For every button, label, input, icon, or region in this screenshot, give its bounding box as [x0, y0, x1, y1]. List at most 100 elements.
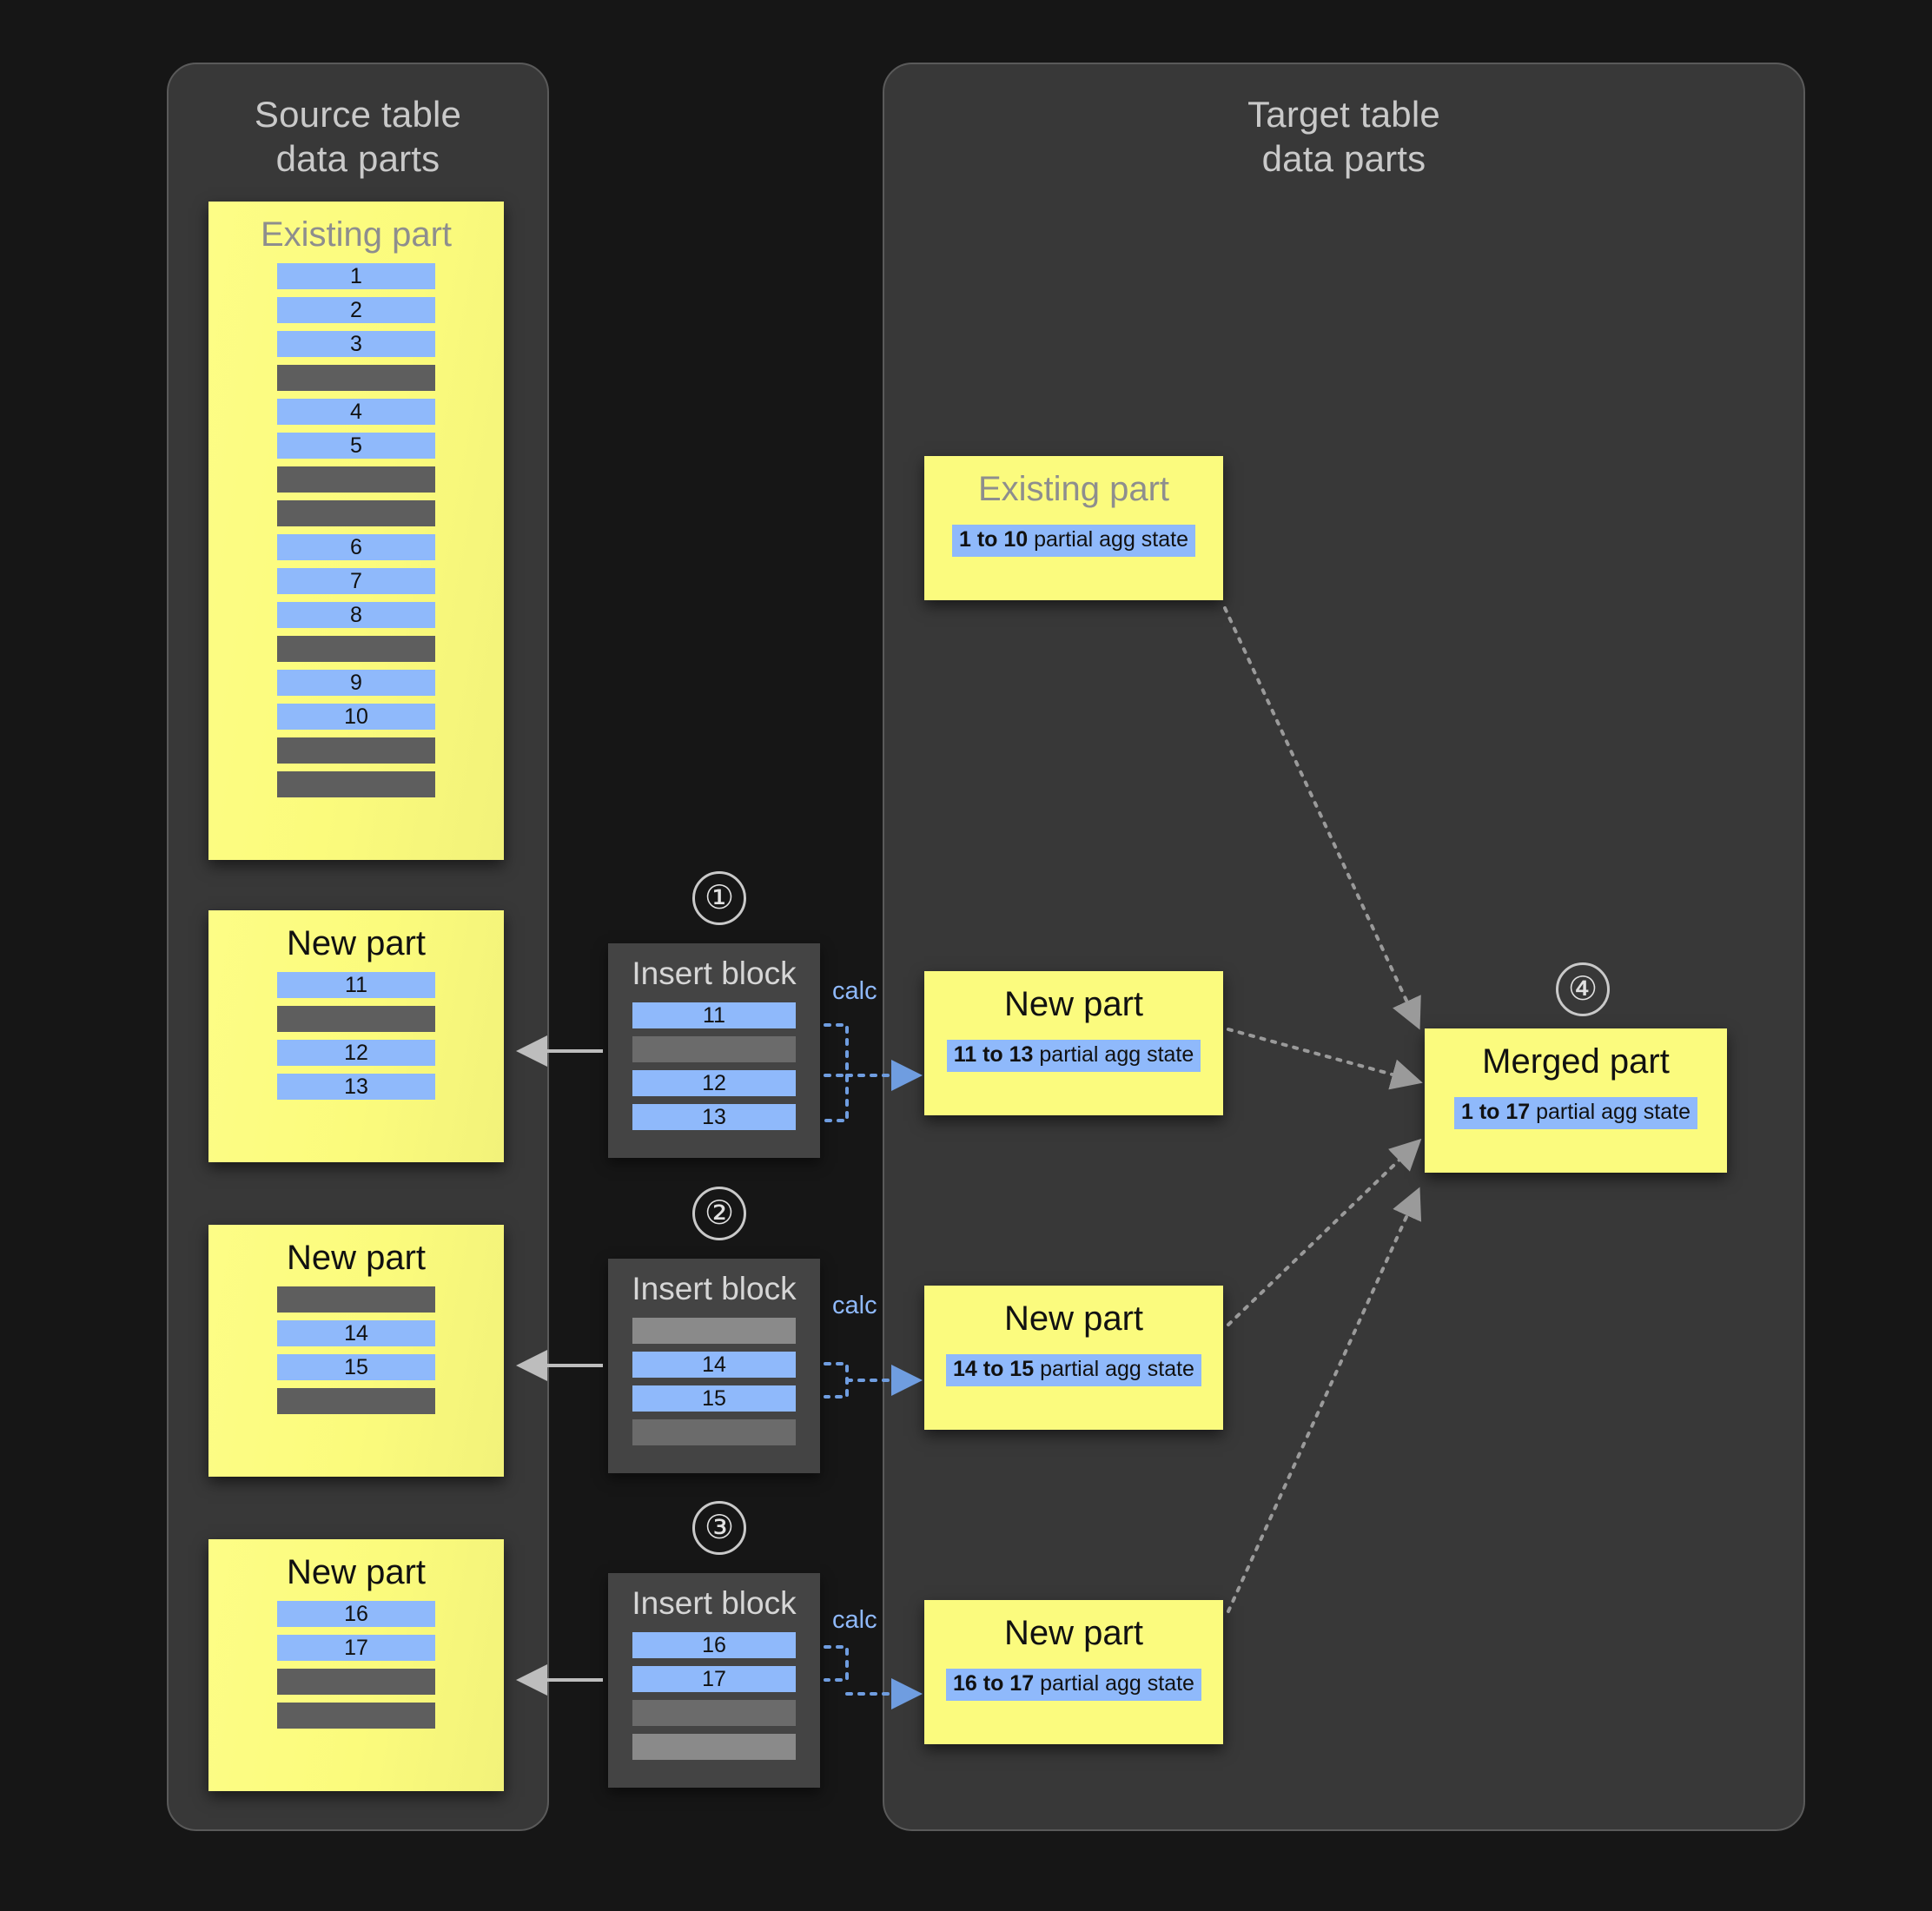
target-new-part-3-agg-wrap: 16 to 17 partial agg state — [924, 1669, 1223, 1701]
insert-block-3-title: Insert block — [632, 1585, 797, 1621]
target-table-panel: Target table data parts — [883, 63, 1805, 1831]
insert-block-2-row-3: 15 — [632, 1385, 796, 1412]
source-existing-part-rows: 1 2 3 4 5 6 7 8 9 10 — [208, 263, 504, 814]
target-new-part-3-agg-range: 16 to 17 — [953, 1671, 1035, 1696]
target-panel-title: Target table data parts — [1247, 94, 1440, 180]
target-new-part-1: New part 11 to 13 partial agg state — [924, 971, 1223, 1115]
target-existing-part: Existing part 1 to 10 partial agg state — [924, 456, 1223, 600]
target-merged-part: Merged part 1 to 17 partial agg state — [1425, 1028, 1727, 1173]
step-4-marker: ④ — [1556, 962, 1610, 1016]
insert-block-2-row-1 — [632, 1318, 796, 1344]
source-new-part-1-row-3: 12 — [277, 1040, 435, 1066]
source-new-part-3-row-1: 16 — [277, 1601, 435, 1627]
calc-bracket-1a — [824, 1023, 849, 1122]
source-existing-part: Existing part 1 2 3 4 5 6 7 8 9 10 — [208, 202, 504, 860]
source-existing-part-row-1: 1 — [277, 263, 435, 289]
insert-block-2-row-4 — [632, 1419, 796, 1445]
calc-bracket-3a — [824, 1645, 849, 1682]
target-new-part-1-title: New part — [1003, 985, 1144, 1023]
target-new-part-2-agg-range: 14 to 15 — [953, 1357, 1035, 1381]
calc-brackets-group — [824, 1023, 849, 1682]
target-merged-part-agg-wrap: 1 to 17 partial agg state — [1425, 1097, 1727, 1129]
target-existing-part-agg: 1 to 10 partial agg state — [951, 525, 1196, 557]
source-existing-part-row-8 — [277, 500, 435, 526]
step-3-marker: ③ — [692, 1501, 746, 1555]
source-new-part-2-title: New part — [286, 1239, 427, 1277]
source-panel-title: Source table data parts — [254, 94, 462, 180]
target-merged-part-title: Merged part — [1482, 1042, 1670, 1081]
source-existing-part-title: Existing part — [260, 215, 453, 254]
target-existing-part-agg-suffix: partial agg state — [1028, 527, 1189, 552]
source-existing-part-row-6: 5 — [277, 433, 435, 459]
target-new-part-2: New part 14 to 15 partial agg state — [924, 1286, 1223, 1430]
target-new-part-3-agg: 16 to 17 partial agg state — [946, 1669, 1201, 1701]
target-new-part-2-agg: 14 to 15 partial agg state — [946, 1354, 1201, 1386]
insert-block-1-rows: 11 12 13 — [608, 1002, 820, 1147]
source-new-part-3-row-3 — [277, 1669, 435, 1695]
source-new-part-2-row-1 — [277, 1286, 435, 1313]
insert-block-1-title: Insert block — [632, 956, 797, 991]
target-existing-part-agg-range: 1 to 10 — [958, 527, 1029, 552]
source-new-part-3-row-2: 17 — [277, 1635, 435, 1661]
source-existing-part-row-15 — [277, 737, 435, 764]
target-merged-part-agg: 1 to 17 partial agg state — [1453, 1097, 1698, 1129]
source-new-part-3-title: New part — [286, 1553, 427, 1591]
source-new-part-3-row-4 — [277, 1703, 435, 1729]
target-new-part-2-agg-wrap: 14 to 15 partial agg state — [924, 1354, 1223, 1386]
insert-block-1-row-3: 12 — [632, 1070, 796, 1096]
insert-block-1-row-1: 11 — [632, 1002, 796, 1028]
target-new-part-1-agg: 11 to 13 partial agg state — [946, 1040, 1201, 1072]
insert-block-1-row-4: 13 — [632, 1104, 796, 1130]
calc-bracket-2a — [824, 1362, 849, 1399]
target-new-part-1-agg-wrap: 11 to 13 partial agg state — [924, 1040, 1223, 1072]
insert-block-2-title: Insert block — [632, 1271, 797, 1306]
target-new-part-3: New part 16 to 17 partial agg state — [924, 1600, 1223, 1744]
calc-label-3: calc — [832, 1606, 877, 1634]
source-existing-part-row-12 — [277, 636, 435, 662]
insert-block-1-row-2 — [632, 1036, 796, 1062]
insert-block-3-row-2: 17 — [632, 1666, 796, 1692]
target-new-part-2-title: New part — [1003, 1299, 1144, 1338]
source-existing-part-row-14: 10 — [277, 704, 435, 730]
step-2-marker: ② — [692, 1187, 746, 1240]
target-new-part-1-agg-range: 11 to 13 — [953, 1042, 1034, 1067]
source-existing-part-row-5: 4 — [277, 399, 435, 425]
target-new-part-3-title: New part — [1003, 1614, 1144, 1652]
calc-label-2: calc — [832, 1292, 877, 1319]
source-existing-part-row-7 — [277, 466, 435, 493]
source-existing-part-row-9: 6 — [277, 534, 435, 560]
insert-block-3-row-4 — [632, 1734, 796, 1760]
target-existing-part-agg-wrap: 1 to 10 partial agg state — [924, 525, 1223, 557]
target-merged-part-agg-range: 1 to 17 — [1460, 1100, 1531, 1124]
source-existing-part-row-2: 2 — [277, 297, 435, 323]
target-merged-part-agg-suffix: partial agg state — [1530, 1100, 1691, 1124]
step-1-marker: ① — [692, 871, 746, 925]
source-existing-part-row-11: 8 — [277, 602, 435, 628]
insert-block-1: Insert block 11 12 13 — [608, 943, 820, 1158]
target-existing-part-title: Existing part — [977, 470, 1170, 508]
source-existing-part-row-13: 9 — [277, 670, 435, 696]
target-new-part-2-agg-suffix: partial agg state — [1034, 1357, 1194, 1381]
target-new-part-1-agg-suffix: partial agg state — [1033, 1042, 1194, 1067]
calc-label-1: calc — [832, 977, 877, 1005]
source-existing-part-row-10: 7 — [277, 568, 435, 594]
source-new-part-2-row-3: 15 — [277, 1354, 435, 1380]
source-new-part-2-row-4 — [277, 1388, 435, 1414]
source-existing-part-row-16 — [277, 771, 435, 797]
insert-block-2-row-2: 14 — [632, 1352, 796, 1378]
source-new-part-1-title: New part — [286, 924, 427, 962]
insert-block-3-row-3 — [632, 1700, 796, 1726]
target-new-part-3-agg-suffix: partial agg state — [1034, 1671, 1194, 1696]
source-new-part-1-row-4: 13 — [277, 1074, 435, 1100]
source-new-part-3: New part 16 17 — [208, 1539, 504, 1791]
source-existing-part-row-3: 3 — [277, 331, 435, 357]
